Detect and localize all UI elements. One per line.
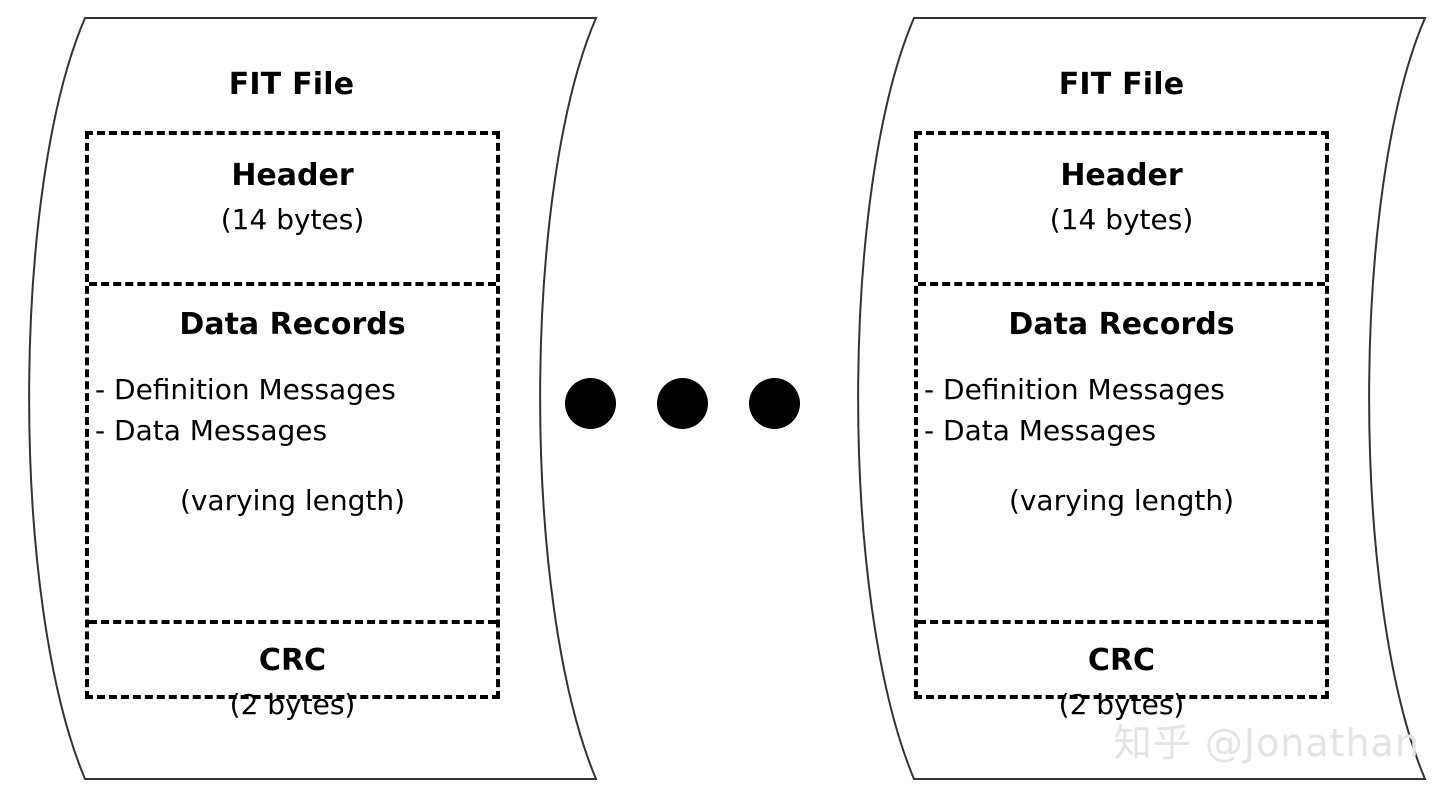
- section-header: Header (14 bytes): [918, 161, 1325, 286]
- list-item: - Definition Messages: [924, 373, 1225, 406]
- data-records-bullet-list: - Definition Messages - Data Messages: [918, 370, 1325, 452]
- section-data-records: Data Records - Definition Messages - Dat…: [89, 310, 496, 624]
- section-data-records-title: Data Records: [1008, 307, 1235, 342]
- card-title: FIT File: [228, 67, 355, 102]
- section-header-size: (14 bytes): [1049, 203, 1194, 236]
- fit-file-card-right: FIT File Header (14 bytes) Data Records …: [830, 0, 1440, 796]
- data-records-length-note: (varying length): [1008, 483, 1235, 517]
- section-crc-title: CRC: [258, 643, 327, 678]
- dot-icon: [749, 377, 800, 429]
- section-data-records: Data Records - Definition Messages - Dat…: [918, 310, 1325, 624]
- section-header-title: Header: [231, 158, 354, 193]
- fit-file-card-left: FIT File Header (14 bytes) Data Records …: [0, 0, 640, 796]
- section-header: Header (14 bytes): [89, 161, 496, 286]
- section-crc: CRC (2 bytes): [89, 646, 496, 767]
- dot-icon: [565, 377, 616, 429]
- data-records-length-note: (varying length): [179, 483, 406, 517]
- section-crc: CRC (2 bytes): [918, 646, 1325, 767]
- section-crc-title: CRC: [1087, 643, 1156, 678]
- section-data-records-title: Data Records: [179, 307, 406, 342]
- list-item: - Data Messages: [95, 413, 328, 447]
- section-header-size: (14 bytes): [220, 203, 365, 236]
- fit-file-sections: Header (14 bytes) Data Records - Definit…: [914, 131, 1329, 719]
- watermark: 知乎 @Jonathan: [1113, 721, 1420, 765]
- continuation-dots: [565, 377, 800, 429]
- list-item: - Data Messages: [924, 413, 1157, 447]
- fit-file-sections: Header (14 bytes) Data Records - Definit…: [85, 131, 500, 719]
- section-header-title: Header: [1060, 158, 1183, 193]
- dot-icon: [657, 377, 708, 429]
- card-title: FIT File: [1058, 67, 1185, 102]
- section-crc-size: (2 bytes): [229, 688, 356, 721]
- section-crc-size: (2 bytes): [1058, 688, 1185, 721]
- list-item: - Definition Messages: [95, 373, 396, 406]
- data-records-bullet-list: - Definition Messages - Data Messages: [89, 370, 496, 452]
